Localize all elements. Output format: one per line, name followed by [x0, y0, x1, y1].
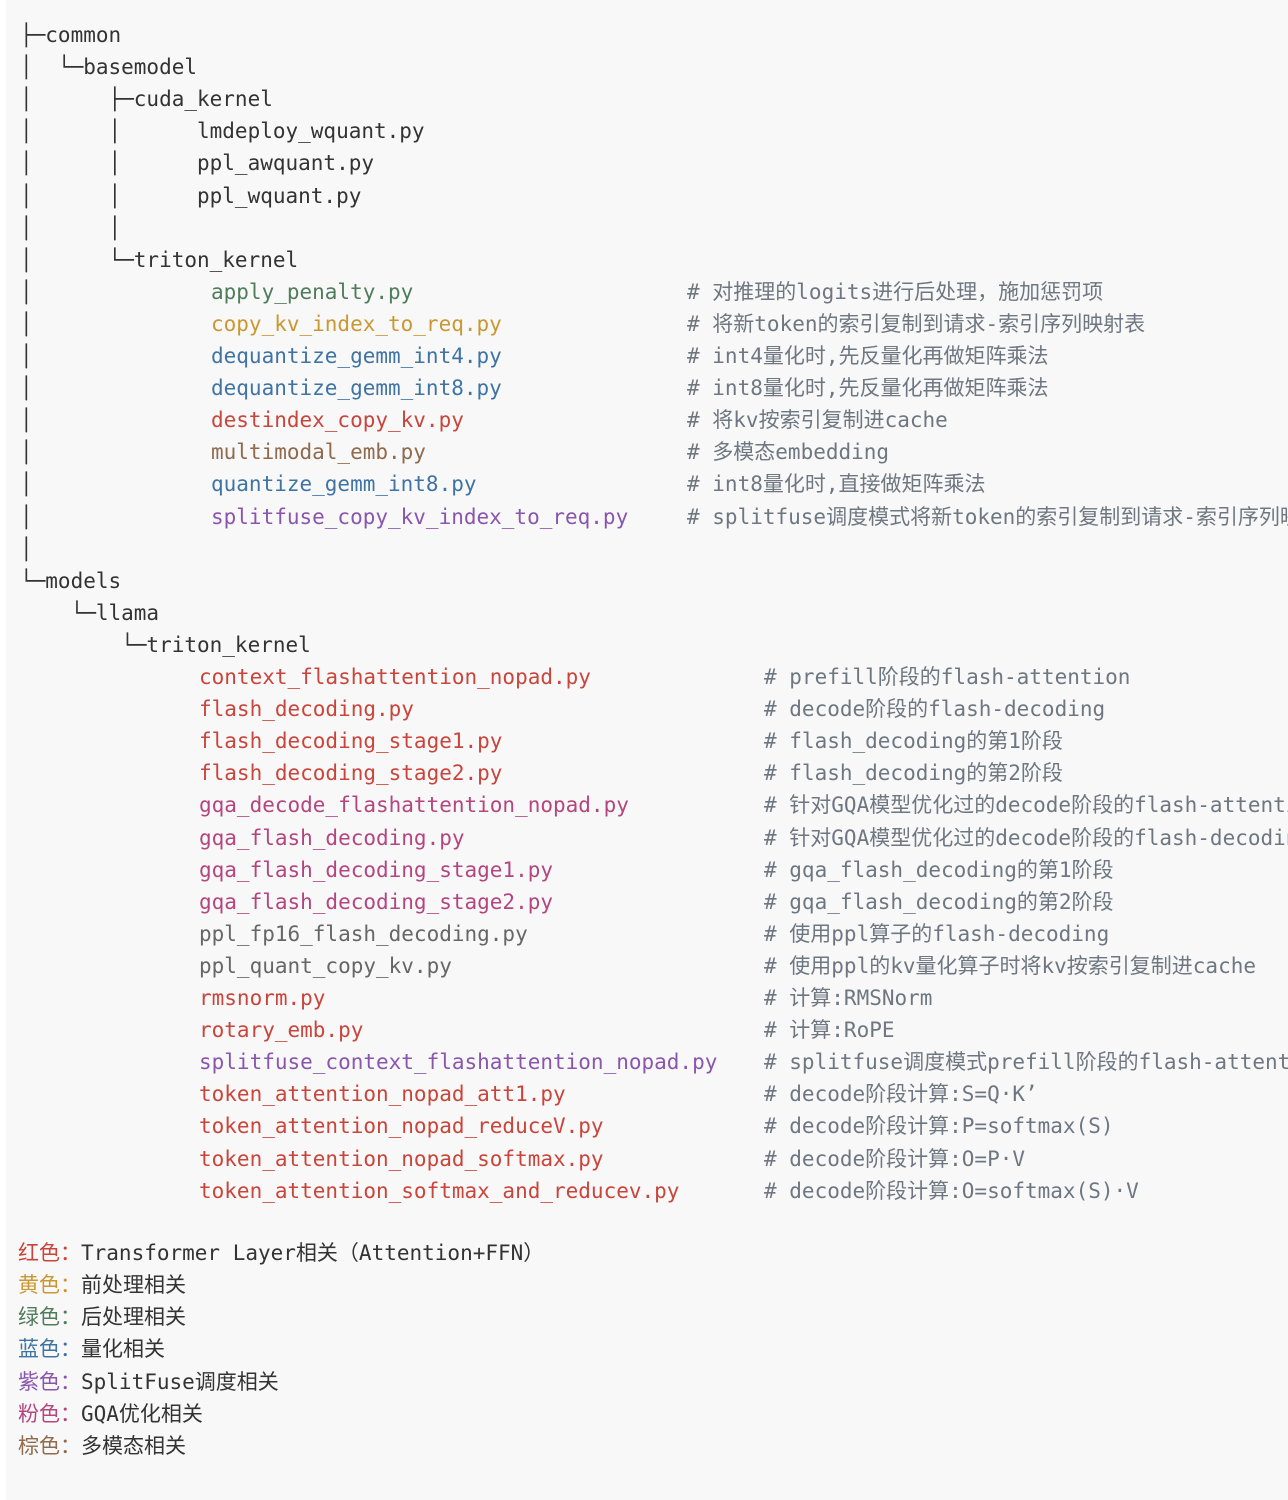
legend-separator: ：	[60, 1433, 81, 1458]
file-name: ppl_fp16_flash_decoding.py	[199, 921, 528, 946]
legend-description: Transformer Layer相关（Attention+FFN）	[81, 1241, 545, 1266]
file-name: copy_kv_index_to_req.py	[211, 311, 502, 336]
tree-connector: │	[20, 504, 33, 529]
legend-color-label: 黄色	[18, 1273, 60, 1298]
file-comment: # decode阶段计算:P=softmax(S)	[764, 1114, 1114, 1139]
file-name: splitfuse_copy_kv_index_to_req.py	[211, 504, 629, 529]
file-name: rotary_emb.py	[199, 1018, 364, 1043]
file-name: quantize_gemm_int8.py	[211, 472, 477, 497]
file-comment: # flash_decoding的第2阶段	[764, 761, 1063, 786]
legend-separator: ：	[60, 1337, 81, 1362]
file-name: token_attention_softmax_and_reducev.py	[199, 1178, 680, 1203]
file-name: flash_decoding.py	[199, 697, 414, 722]
legend-color-label: 红色	[18, 1241, 60, 1266]
file-name: gqa_flash_decoding_stage1.py	[199, 857, 554, 882]
file-comment: # 计算:RMSNorm	[764, 986, 933, 1010]
tree-line: │ │ ppl_wquant.py	[20, 183, 362, 208]
tree-line: └─models	[20, 568, 122, 593]
file-name: ppl_quant_copy_kv.py	[199, 953, 452, 978]
tree-connector: │	[20, 344, 33, 368]
file-name: gqa_decode_flashattention_nopad.py	[199, 793, 629, 818]
file-comment: # splitfuse调度模式将新token的索引复制到请求-索引序列映射表	[687, 504, 1288, 529]
file-comment: # decode阶段的flash-decoding	[764, 697, 1106, 722]
file-name: token_attention_nopad_reduceV.py	[199, 1114, 604, 1139]
file-comment: # decode阶段计算:O=P·V	[764, 1146, 1026, 1171]
legend-item: 粉色：GQA优化相关	[18, 1398, 203, 1430]
legend-color-label: 绿色	[18, 1305, 60, 1330]
tree-line: │ └─triton_kernel	[20, 247, 299, 272]
tree-line: │	[20, 536, 33, 561]
tree-connector: │	[20, 472, 33, 497]
file-comment: # 针对GQA模型优化过的decode阶段的flash-attention	[764, 793, 1288, 818]
legend-separator: ：	[60, 1369, 81, 1394]
file-comment: # int8量化时,先反量化再做矩阵乘法	[687, 376, 1049, 401]
legend-item: 紫色：SplitFuse调度相关	[18, 1366, 279, 1398]
legend-color-label: 紫色	[18, 1369, 60, 1394]
file-name: gqa_flash_decoding.py	[199, 825, 465, 850]
legend-color-label: 棕色	[18, 1433, 60, 1458]
tree-line: │ └─basemodel	[20, 55, 198, 80]
legend-description: 量化相关	[81, 1337, 165, 1362]
tree-line: ├─common	[20, 23, 122, 47]
file-comment: # decode阶段计算:O=softmax(S)·V	[764, 1178, 1139, 1203]
legend-item: 棕色：多模态相关	[18, 1430, 186, 1462]
file-name: multimodal_emb.py	[211, 440, 426, 465]
file-name: apply_penalty.py	[211, 279, 414, 304]
file-comment: # prefill阶段的flash-attention	[764, 665, 1131, 689]
tree-line: │ │ ppl_awquant.py	[20, 151, 375, 176]
file-comment: # 针对GQA模型优化过的decode阶段的flash-decoding	[764, 825, 1288, 850]
file-name: flash_decoding_stage2.py	[199, 761, 503, 786]
legend-description: 前处理相关	[81, 1273, 186, 1298]
file-comment: # 计算:RoPE	[764, 1018, 895, 1043]
file-name: dequantize_gemm_int4.py	[211, 344, 502, 368]
file-comment: # 多模态embedding	[687, 440, 890, 465]
tree-line: │ ├─cuda_kernel	[20, 87, 273, 112]
file-comment: # splitfuse调度模式prefill阶段的flash-attention	[764, 1050, 1288, 1075]
legend-separator: ：	[60, 1273, 81, 1298]
file-name: rmsnorm.py	[199, 986, 326, 1010]
legend-separator: ：	[60, 1241, 81, 1266]
legend-separator: ：	[60, 1401, 81, 1426]
tree-line: │ │	[20, 215, 122, 240]
tree-line: └─triton_kernel	[20, 632, 311, 657]
file-name: splitfuse_context_flashattention_nopad.p…	[199, 1050, 718, 1075]
tree-line: │ │ lmdeploy_wquant.py	[20, 119, 425, 144]
file-comment: # 将kv按索引复制进cache	[687, 408, 948, 433]
code-block: ├─common │ └─basemodel │ ├─cuda_kernel │ │ …	[6, 0, 1288, 1500]
file-comment: # 将新token的索引复制到请求-索引序列映射表	[687, 311, 1146, 336]
legend-description: 后处理相关	[81, 1305, 186, 1330]
tree-connector: │	[20, 311, 33, 336]
file-name: token_attention_nopad_softmax.py	[199, 1146, 604, 1171]
file-comment: # 使用ppl算子的flash-decoding	[764, 921, 1110, 946]
file-comment: # int8量化时,直接做矩阵乘法	[687, 472, 986, 497]
legend-color-label: 蓝色	[18, 1337, 60, 1362]
tree-connector: │	[20, 408, 33, 433]
legend-separator: ：	[60, 1305, 81, 1330]
legend-item: 蓝色：量化相关	[18, 1333, 165, 1365]
file-comment: # 对推理的logits进行后处理，施加惩罚项	[687, 279, 1104, 304]
file-comment: # int4量化时,先反量化再做矩阵乘法	[687, 344, 1049, 368]
legend-item: 黄色：前处理相关	[18, 1269, 186, 1301]
tree-connector: │	[20, 279, 33, 304]
legend-description: 多模态相关	[81, 1433, 186, 1458]
file-name: destindex_copy_kv.py	[211, 408, 464, 433]
file-name: gqa_flash_decoding_stage2.py	[199, 889, 554, 914]
file-name: flash_decoding_stage1.py	[199, 729, 503, 754]
file-comment: # flash_decoding的第1阶段	[764, 729, 1063, 754]
legend-description: GQA优化相关	[81, 1401, 203, 1426]
file-comment: # gqa_flash_decoding的第2阶段	[764, 889, 1114, 914]
legend-item: 绿色：后处理相关	[18, 1301, 186, 1333]
file-comment: # gqa_flash_decoding的第1阶段	[764, 857, 1114, 882]
legend-color-label: 粉色	[18, 1401, 60, 1426]
legend-description: SplitFuse调度相关	[81, 1369, 279, 1394]
file-name: token_attention_nopad_att1.py	[199, 1082, 566, 1107]
file-name: context_flashattention_nopad.py	[199, 665, 591, 689]
file-comment: # decode阶段计算:S=Q·K’	[764, 1082, 1038, 1107]
tree-connector: │	[20, 440, 33, 465]
file-comment: # 使用ppl的kv量化算子时将kv按索引复制进cache	[764, 953, 1257, 978]
tree-connector: │	[20, 376, 33, 401]
file-name: dequantize_gemm_int8.py	[211, 376, 502, 401]
tree-line: └─llama	[20, 600, 160, 625]
legend-item: 红色：Transformer Layer相关（Attention+FFN）	[18, 1237, 544, 1269]
